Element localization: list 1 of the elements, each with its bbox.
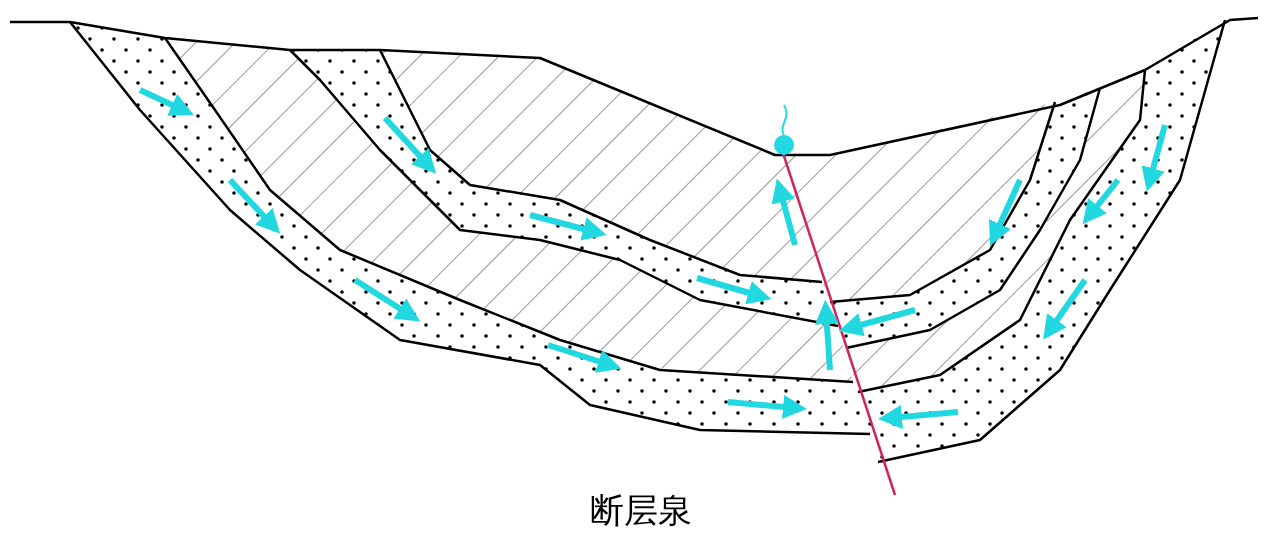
caption: 断层泉	[589, 489, 692, 532]
